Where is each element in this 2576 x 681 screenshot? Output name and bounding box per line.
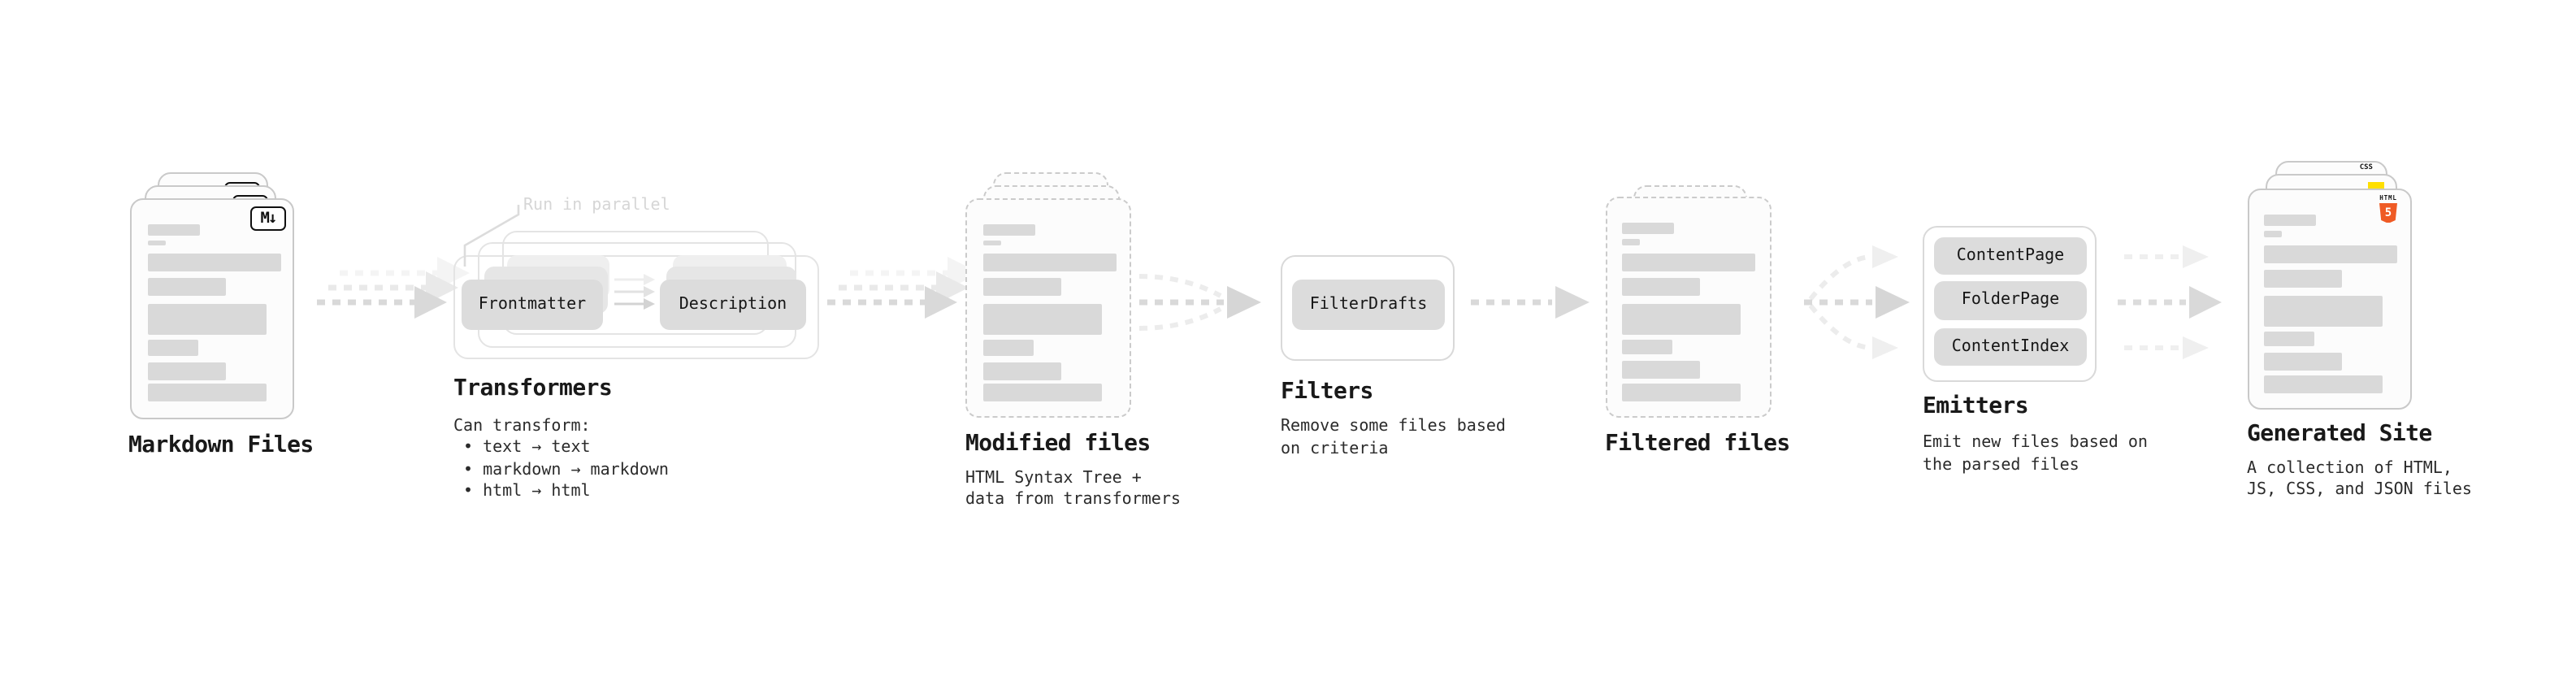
emitters-to-generated-arrows [2118,245,2222,359]
transformers-to-modified-arrow [827,257,980,319]
run-in-parallel-label: Run in parallel [523,197,670,215]
html5-word: HTML [2379,193,2397,202]
transformers-description: Can transform: • text → text • markdown … [453,415,669,503]
modified-to-filters-converge-arrow [1138,274,1261,331]
parallel-flow-arrows [614,274,655,310]
doc-text-bar [982,304,1101,335]
desc-line: A collection of HTML, [2247,459,2452,477]
markdown-file-card-front: M↓ [130,197,294,419]
doc-text-bar [1622,383,1741,401]
desc-line: Emit new files based on [1923,434,2148,452]
filtered-file-card-front [1605,197,1771,418]
desc-line: • html → html [463,483,591,501]
desc-line: the parsed files [1923,456,2079,474]
filterdrafts-box: FilterDrafts [1292,279,1445,329]
filters-title: Filters [1281,378,1373,404]
emitters-frame [1923,226,2097,382]
desc-line: JS, CSS, and JSON files [2247,481,2472,499]
desc-line: • text → text [463,439,591,457]
markdown-icon: M↓ [250,206,286,231]
markdown-files-title: Markdown Files [128,432,314,458]
contentindex-box: ContentIndex [1934,327,2087,366]
doc-text-bar [2264,375,2383,393]
doc-text-lines [1622,223,1755,401]
desc-line: • markdown → markdown [463,461,669,479]
generated-html-card: HTML 5 [2247,189,2412,410]
desc-line: Can transform: [453,417,591,435]
modified-files-description: HTML Syntax Tree + data from transformer… [965,467,1181,511]
doc-text-lines [147,223,280,401]
doc-text-bar [1622,277,1700,295]
desc-line: HTML Syntax Tree + [965,469,1142,487]
annotation-leader-line [463,205,520,267]
doc-text-bar [147,278,225,296]
filters-to-filtered-arrow [1471,286,1589,319]
emitters-description: Emit new files based on the parsed files [1923,432,2148,476]
generated-site-title: Generated Site [2247,420,2432,446]
description-box: Description [660,279,806,329]
doc-text-bar [982,223,1034,235]
markdown-to-transformers-arrow [317,257,470,319]
transformer-frame-front [453,254,818,359]
doc-text-bar [982,340,1033,355]
transformers-title: Transformers [453,375,613,401]
doc-text-bar [2264,269,2342,287]
filters-frame [1281,254,1455,360]
doc-text-bar [2264,353,2342,371]
html5-shield: 5 [2379,202,2397,223]
doc-text-bar [147,254,280,271]
modified-files-title: Modified files [965,431,1151,457]
contentpage-box: ContentPage [1934,236,2087,275]
filtered-to-emitters-diverge-arrow [1804,245,1910,359]
doc-text-bar [1622,339,1672,354]
doc-text-bar [1622,303,1741,334]
doc-text-lines [982,223,1116,401]
doc-text-bar [147,340,197,355]
doc-text-bar [2264,331,2314,346]
doc-text-bar [1622,223,1674,234]
desc-line: data from transformers [965,491,1181,509]
doc-text-bar [982,278,1060,296]
desc-line: Remove some files based [1281,418,1506,436]
doc-text-bar [982,254,1116,271]
doc-text-bar [2264,231,2282,236]
frontmatter-box: Frontmatter [462,279,603,329]
doc-text-bar [982,384,1101,401]
doc-text-bar [2264,295,2383,326]
doc-text-bar [147,384,266,401]
emitters-title: Emitters [1923,393,2029,419]
doc-text-bar [2264,215,2316,226]
doc-text-bar [1622,239,1640,245]
doc-text-bar [147,240,165,245]
generated-site-description: A collection of HTML, JS, CSS, and JSON … [2247,458,2472,501]
doc-text-bar [1622,361,1700,379]
doc-text-bar [147,304,266,335]
doc-text-bar [147,223,199,235]
doc-text-lines [2264,215,2397,393]
doc-text-bar [1622,253,1755,271]
modified-file-card-front [965,197,1131,417]
doc-text-bar [2264,245,2397,262]
filtered-files-title: Filtered files [1605,431,1790,457]
folderpage-box: FolderPage [1934,281,2087,319]
doc-text-bar [982,362,1060,380]
filters-description: Remove some files based on criteria [1281,416,1506,460]
html5-icon: HTML 5 [2377,193,2400,223]
doc-text-bar [147,362,225,380]
desc-line: on criteria [1281,440,1389,458]
doc-text-bar [982,240,1000,245]
